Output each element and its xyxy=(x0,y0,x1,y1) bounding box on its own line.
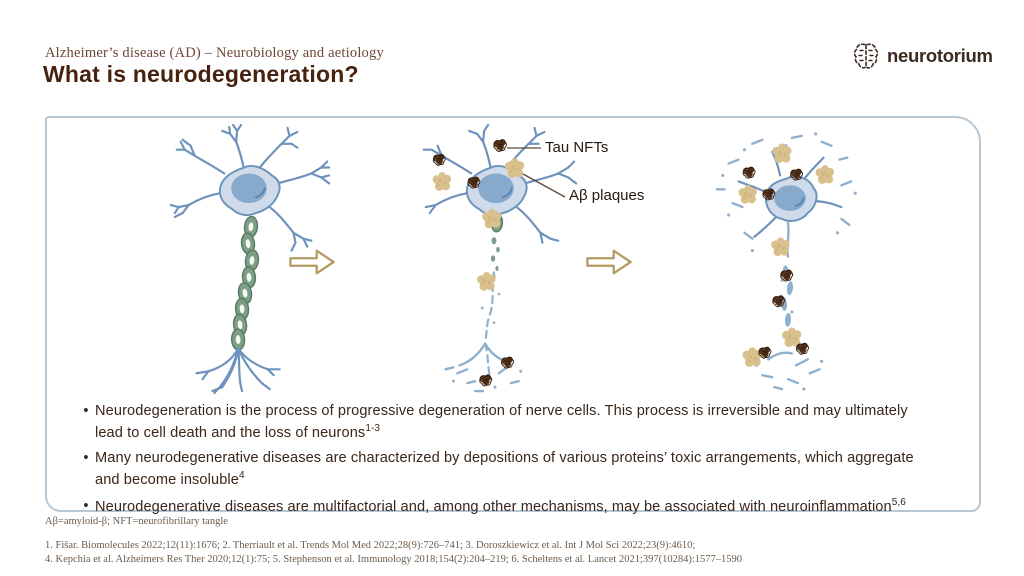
list-item: • Neurodegeneration is the process of pr… xyxy=(77,401,955,443)
list-item: • Many neurodegenerative diseases are ch… xyxy=(77,448,955,490)
brain-icon xyxy=(853,43,879,69)
abeta-plaques-label: Aβ plaques xyxy=(569,187,645,204)
bullet-text: Neurodegeneration is the process of prog… xyxy=(95,403,908,441)
page-title: What is neurodegeneration? xyxy=(43,61,359,87)
degenerating-neuron-illustration xyxy=(422,124,578,393)
bullet-marker: • xyxy=(83,403,89,419)
bullet-text: Many neurodegenerative diseases are char… xyxy=(95,450,914,488)
stage-arrow-icon xyxy=(586,249,632,275)
bullet-text: Neurodegenerative diseases are multifact… xyxy=(95,498,892,515)
dendrite-fragments xyxy=(715,132,857,253)
bullet-marker: • xyxy=(83,497,89,514)
list-item: • Neurodegenerative diseases are multifa… xyxy=(77,496,955,518)
fragmented-terminals xyxy=(754,351,824,391)
fragmented-terminals xyxy=(444,342,523,393)
logo-wordmark: neurotorium xyxy=(887,45,993,66)
healthy-neuron-illustration xyxy=(169,124,331,395)
content-panel: Tau NFTs Aβ plaques • Neurodegeneration … xyxy=(45,116,981,514)
reference-superscript: 1-3 xyxy=(365,422,381,434)
stage-arrow-icon xyxy=(289,249,335,275)
abbreviations-note: Aβ=amyloid-β; NFT=neurofibrillary tangle xyxy=(45,516,228,527)
slide-eyebrow: Alzheimer’s disease (AD) – Neurobiology … xyxy=(45,45,384,61)
reference-superscript: 4 xyxy=(238,470,245,482)
neurotorium-logo: neurotorium xyxy=(851,40,993,72)
reference-superscript: 5,6 xyxy=(891,496,906,508)
bullet-marker: • xyxy=(83,450,89,467)
myelin-sheath xyxy=(230,215,260,351)
degenerated-neuron-illustration xyxy=(715,132,857,391)
axon-terminals xyxy=(195,347,281,395)
reference-line: 4. Kepchia et al. Alzheimers Res Ther 20… xyxy=(45,553,743,565)
tau-nfts-label: Tau NFTs xyxy=(545,139,609,156)
bullet-list: • Neurodegeneration is the process of pr… xyxy=(77,401,955,522)
references: 1. Fišar. Biomolecules 2022;12(11):1676;… xyxy=(45,539,742,566)
reference-line: 1. Fišar. Biomolecules 2022;12(11):1676;… xyxy=(45,540,696,551)
